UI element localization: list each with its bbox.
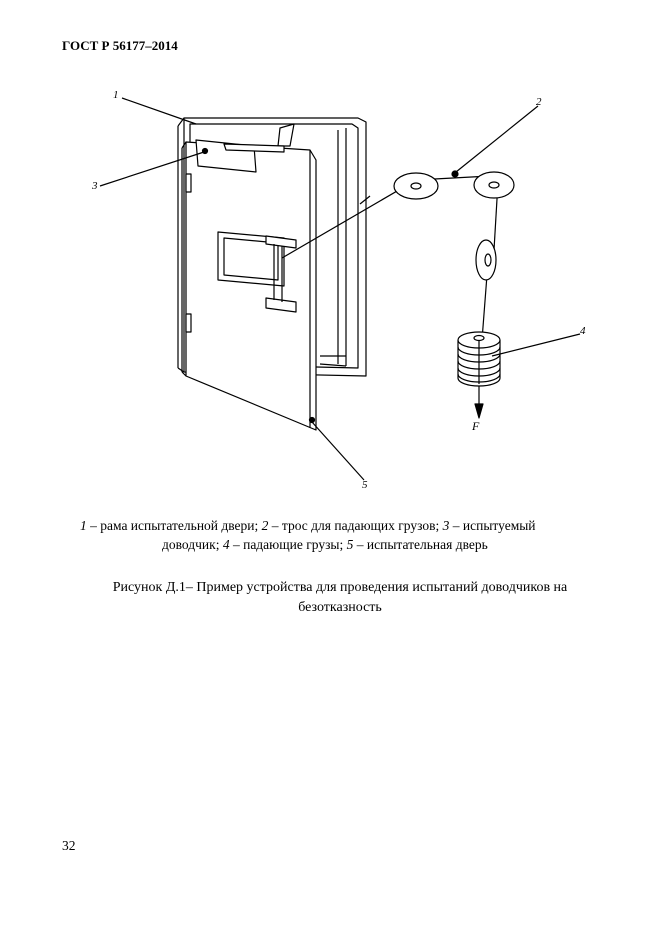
page-number: 32 <box>62 838 76 853</box>
figure-title-line1: Рисунок Д.1– Пример устройства для прове… <box>112 580 568 595</box>
legend-text-3b: доводчик; <box>162 537 223 552</box>
force-arrow <box>474 386 484 419</box>
callout-5: 5 <box>362 479 368 491</box>
document-header: ГОСТ Р 56177–2014 <box>62 38 178 53</box>
test-device-figure: 1 2 3 4 5 F <box>91 89 586 491</box>
legend-num-2: 2 <box>261 518 269 533</box>
legend-num-1: 1 <box>80 518 87 533</box>
legend-num-5: 5 <box>346 537 354 552</box>
figure-title-line2: безотказность <box>298 600 382 615</box>
force-label: F <box>471 419 480 433</box>
test-door <box>181 139 317 431</box>
figure-title: Рисунок Д.1– Пример устройства для прове… <box>60 578 620 618</box>
legend-text-5: – испытательная дверь <box>356 537 488 552</box>
callout-1: 1 <box>113 89 119 101</box>
legend-num-4: 4 <box>222 537 230 552</box>
legend-num-3: 3 <box>442 518 450 533</box>
legend-text-4: – падающие грузы; <box>232 537 347 552</box>
legend-text-3a: – испытуемый <box>452 518 536 533</box>
falling-weights <box>457 331 501 387</box>
legend-text-2: – трос для падающих грузов; <box>271 518 443 533</box>
callout-3: 3 <box>91 180 98 192</box>
legend-text-1: – рама испытательной двери; <box>90 518 262 533</box>
pulleys <box>393 171 515 281</box>
callout-4: 4 <box>580 325 586 337</box>
figure-legend: 1 – рама испытательной двери; 2 – трос д… <box>80 516 600 554</box>
callout-2: 2 <box>536 96 542 108</box>
